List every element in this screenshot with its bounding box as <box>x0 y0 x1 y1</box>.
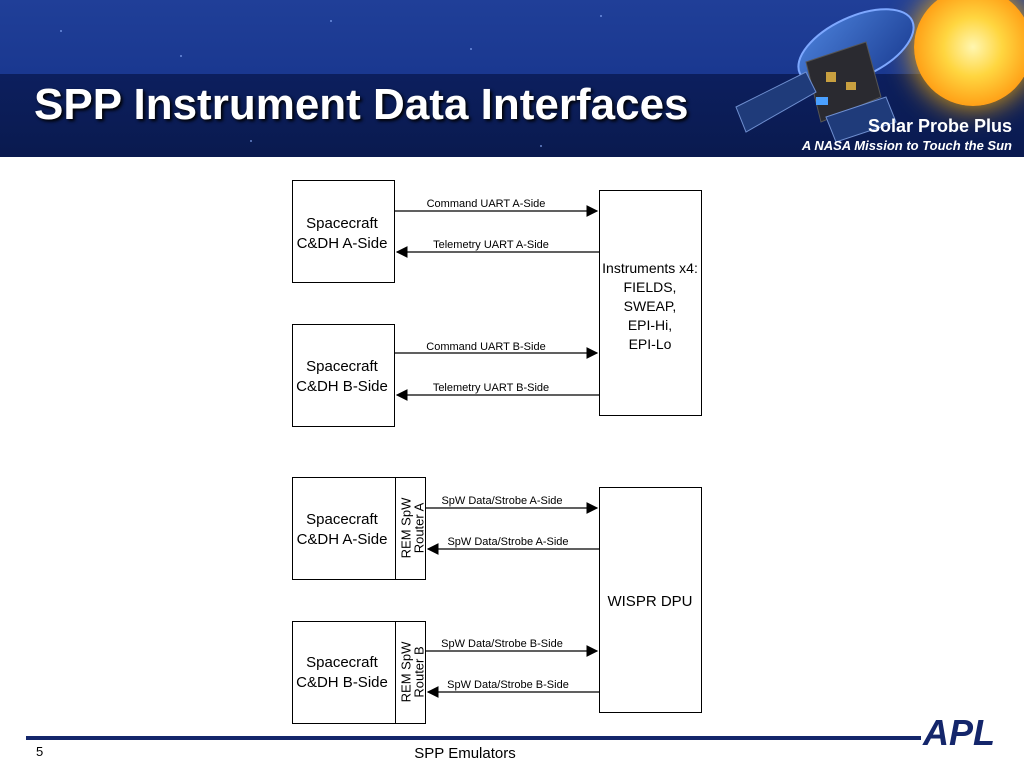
instruments-label-4: EPI-Hi, <box>628 317 672 333</box>
page-number: 5 <box>36 744 44 759</box>
spacecraft-cdh-b-label-2: C&DH B-Side <box>296 378 388 395</box>
rem-spw-router-a-box <box>395 477 426 580</box>
instruments-label-5: EPI-Lo <box>629 336 672 352</box>
spacecraft-cdh-b-box <box>292 324 395 427</box>
star-dot <box>540 145 542 147</box>
command-uart-a-label: Command UART A-Side <box>427 198 546 210</box>
rem-spw-router-b-box <box>395 621 426 724</box>
star-dot <box>250 140 252 142</box>
router-a-label-1: REM SpW <box>398 497 413 558</box>
star-dot <box>470 48 472 50</box>
spacecraft-cdh-b-box-2 <box>292 621 396 724</box>
spacecraft-image <box>735 8 915 143</box>
spacecraft-cdh-a-label-3: Spacecraft <box>306 511 379 528</box>
spw-b-in-label: SpW Data/Strobe B-Side <box>447 679 569 691</box>
spw-a-out-label: SpW Data/Strobe A-Side <box>441 495 562 507</box>
star-dot <box>60 30 62 32</box>
instruments-label-1: Instruments x4: <box>602 260 698 276</box>
mission-name: Solar Probe Plus <box>867 116 1012 136</box>
apl-logo: APL <box>922 712 995 752</box>
spw-a-in-label: SpW Data/Strobe A-Side <box>447 536 568 548</box>
spacecraft-cdh-b-label-3: Spacecraft <box>306 654 379 671</box>
spacecraft-cdh-a-label-2: C&DH A-Side <box>297 235 388 252</box>
wispr-dpu-box <box>599 487 702 713</box>
command-uart-b-label: Command UART B-Side <box>426 341 545 353</box>
telemetry-uart-b-label: Telemetry UART B-Side <box>433 382 549 394</box>
star-dot <box>600 15 602 17</box>
instruments-label-2: FIELDS, <box>624 279 677 295</box>
footer-text: SPP Emulators <box>414 745 516 762</box>
spacecraft-cdh-a-box-2 <box>292 477 396 580</box>
star-dot <box>330 20 332 22</box>
router-b-label-1: REM SpW <box>398 641 413 702</box>
spacecraft-cdh-a-label-1: Spacecraft <box>306 215 379 232</box>
mission-tagline: A NASA Mission to Touch the Sun <box>801 138 1012 153</box>
slide-title: SPP Instrument Data Interfaces <box>34 80 689 129</box>
sun-image <box>914 0 1024 106</box>
instruments-label-3: SWEAP, <box>624 298 677 314</box>
router-a-label-2: Router A <box>411 502 426 553</box>
header-banner: SPP Instrument Data Interfaces Solar Pro… <box>0 0 1024 157</box>
spw-b-out-label: SpW Data/Strobe B-Side <box>441 638 563 650</box>
telemetry-uart-a-label: Telemetry UART A-Side <box>433 239 549 251</box>
spacecraft-cdh-b-label-4: C&DH B-Side <box>296 674 388 691</box>
interface-diagram: Spacecraft C&DH A-Side Spacecraft C&DH B… <box>292 180 702 724</box>
instruments-box <box>599 190 702 416</box>
apl-logo-text: APL <box>922 712 995 752</box>
wispr-dpu-label: WISPR DPU <box>607 593 692 610</box>
footer-divider <box>26 736 921 740</box>
router-b-label-2: Router B <box>411 646 426 697</box>
star-dot <box>180 55 182 57</box>
spacecraft-cdh-a-box <box>292 180 395 283</box>
spacecraft-cdh-a-label-4: C&DH A-Side <box>297 531 388 548</box>
spacecraft-cdh-b-label-1: Spacecraft <box>306 358 379 375</box>
